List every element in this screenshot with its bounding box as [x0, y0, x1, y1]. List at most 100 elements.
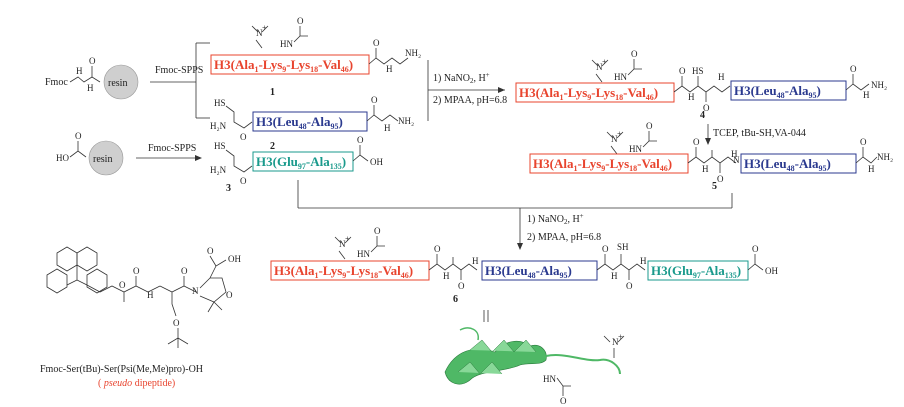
ligation-step-3b: 2) MPAA, pH=6.8 [527, 232, 601, 243]
c3-h2n: H₂N [210, 165, 227, 175]
c2-o: O [240, 132, 247, 142]
segment-box-blue-2 [252, 111, 368, 132]
segment-box-red-4 [515, 82, 675, 103]
protein-loop [459, 327, 479, 341]
resin-label: resin [108, 78, 127, 89]
c6-o-3: O [602, 244, 609, 254]
c2-h2n: H₂N [210, 121, 227, 131]
fluorene-ring-3 [46, 268, 68, 294]
equivalence-sign [483, 310, 489, 322]
c6-o-4: O [626, 281, 633, 291]
n-plus: + [262, 23, 267, 33]
compound-3: HS H₂N O H3(Glu97-Ala135) O OH 3 [210, 135, 383, 194]
c5-o-3: O [860, 137, 867, 147]
c4-acetyl-o: O [631, 49, 638, 59]
c5-h-2: H [731, 149, 738, 159]
c4-h-3: H [863, 90, 870, 100]
segment-box-teal-3 [252, 151, 354, 172]
c6-h-3: H [611, 271, 618, 281]
ligation-step-1a: 1) NaNO2, H+ [433, 71, 490, 85]
ho-label: HO [56, 153, 69, 163]
dp-o-4: O [207, 246, 214, 256]
c5-plus: + [617, 129, 622, 139]
c5-nh2: NH₂ [877, 152, 893, 162]
compound-5: N + HN O H3(Ala1-Lys9-Lys18-Val46) O H O… [529, 121, 893, 192]
c4-o-3: O [850, 64, 857, 74]
segment-h3-48-95-d: H3(Leu48-Ala95) [485, 263, 572, 280]
c6-n: N [339, 239, 346, 249]
protein-tail [545, 354, 621, 375]
c6-hn: HN [357, 249, 370, 259]
c3-hs: HS [214, 141, 226, 151]
protein-helix-2 [457, 361, 503, 375]
c5-o-1: O [693, 137, 700, 147]
protein-helix-core [444, 340, 547, 385]
ligation-step-3a: 1) NaNO2, H+ [527, 212, 584, 226]
compound-2: HS H₂N O H3(Leu48-Ala95) O H NH₂ 2 [210, 95, 414, 152]
c2-h: H [384, 123, 391, 133]
c5-hn: HN [629, 144, 642, 154]
segment-box-blue-5 [740, 153, 857, 174]
dipeptide-note: ( pseudo dipeptide) [98, 378, 175, 389]
compound-label-3: 3 [226, 183, 231, 194]
nh-label-2: H [87, 83, 94, 93]
segment-box-teal-6 [647, 260, 749, 281]
c2-hs: HS [214, 98, 226, 108]
c1-nh2: NH₂ [405, 48, 421, 58]
compound-4: N + HN O H3(Ala1-Lys9-Lys18-Val46) O HS … [515, 49, 887, 121]
fluorene-ring-2 [76, 246, 98, 272]
compound-label-6: 6 [453, 294, 458, 305]
prot-plus: + [618, 332, 623, 342]
desulfurization-reagents: TCEP, tBu-SH,VA-044 [713, 128, 806, 139]
dp-oh: OH [228, 254, 241, 264]
fluorene-ring-4 [86, 268, 108, 294]
spps-label-2: Fmoc-SPPS [148, 143, 196, 154]
segment-box-red-5 [529, 153, 689, 174]
c3-o: O [240, 176, 247, 186]
c4-h-2: H [718, 72, 725, 82]
segment-h3-1-46-a: H3(Ala1-Lys9-Lys18-Val46) [214, 57, 353, 74]
segment-h3-97-135-b: H3(Glu97-Ala135) [651, 263, 741, 280]
trimethyl-n: N [256, 28, 263, 38]
spps-arrow-2: Fmoc-SPPS [136, 143, 202, 161]
segment-h3-1-46-c: H3(Ala1-Lys9-Lys18-Val46) [533, 156, 672, 173]
c5-n: N [611, 134, 618, 144]
pseudo-dipeptide-structure: O O H O N O OH O O [46, 246, 241, 348]
desulfurization-arrow: TCEP, tBu-SH,VA-044 [705, 124, 806, 145]
prot-hn: HN [543, 374, 556, 384]
prot-o: O [560, 396, 567, 406]
c6-sh: SH [617, 242, 629, 252]
c4-n: N [596, 62, 603, 72]
c5-h-1: H [702, 164, 709, 174]
c4-h-1: H [688, 92, 695, 102]
c1-h: H [386, 64, 393, 74]
ho-resin-o: O [75, 131, 82, 141]
c6-o-2: O [458, 281, 465, 291]
c4-hn: HN [614, 72, 627, 82]
resin-bead-2 [88, 140, 124, 176]
segment-box-blue-4 [730, 80, 847, 101]
c6-acetyl-o: O [374, 226, 381, 236]
fluorene-ring-1 [56, 246, 78, 272]
c5-n-2: N [733, 155, 740, 165]
c3-oh: OH [370, 157, 383, 167]
compound-label-1: 1 [270, 87, 275, 98]
c4-nh2: NH₂ [871, 80, 887, 90]
c2-o-2: O [371, 95, 378, 105]
c1-o: O [373, 38, 380, 48]
fmoc-label: Fmoc [45, 77, 68, 88]
c4-o-2: O [703, 103, 710, 113]
compound-label-5: 5 [712, 181, 717, 192]
compound-6: N + HN O H3(Ala1-Lys9-Lys18-Val46) O H O… [270, 226, 778, 305]
ligation-arrow-2: 1) NaNO2, H+ 2) MPAA, pH=6.8 [297, 180, 733, 250]
c6-h-2: H [472, 256, 479, 266]
compound-label-4: 4 [700, 110, 705, 121]
dp-n: N [192, 286, 199, 296]
fmoc-hydrazide-resin: Fmoc H H O resin [45, 56, 139, 100]
dp-o-5: O [226, 290, 233, 300]
dp-o-6: O [173, 318, 180, 328]
ligation-step-1b: 2) MPAA, pH=6.8 [433, 95, 507, 106]
c4-plus: + [602, 57, 607, 67]
c5-acetyl-o: O [646, 121, 653, 131]
